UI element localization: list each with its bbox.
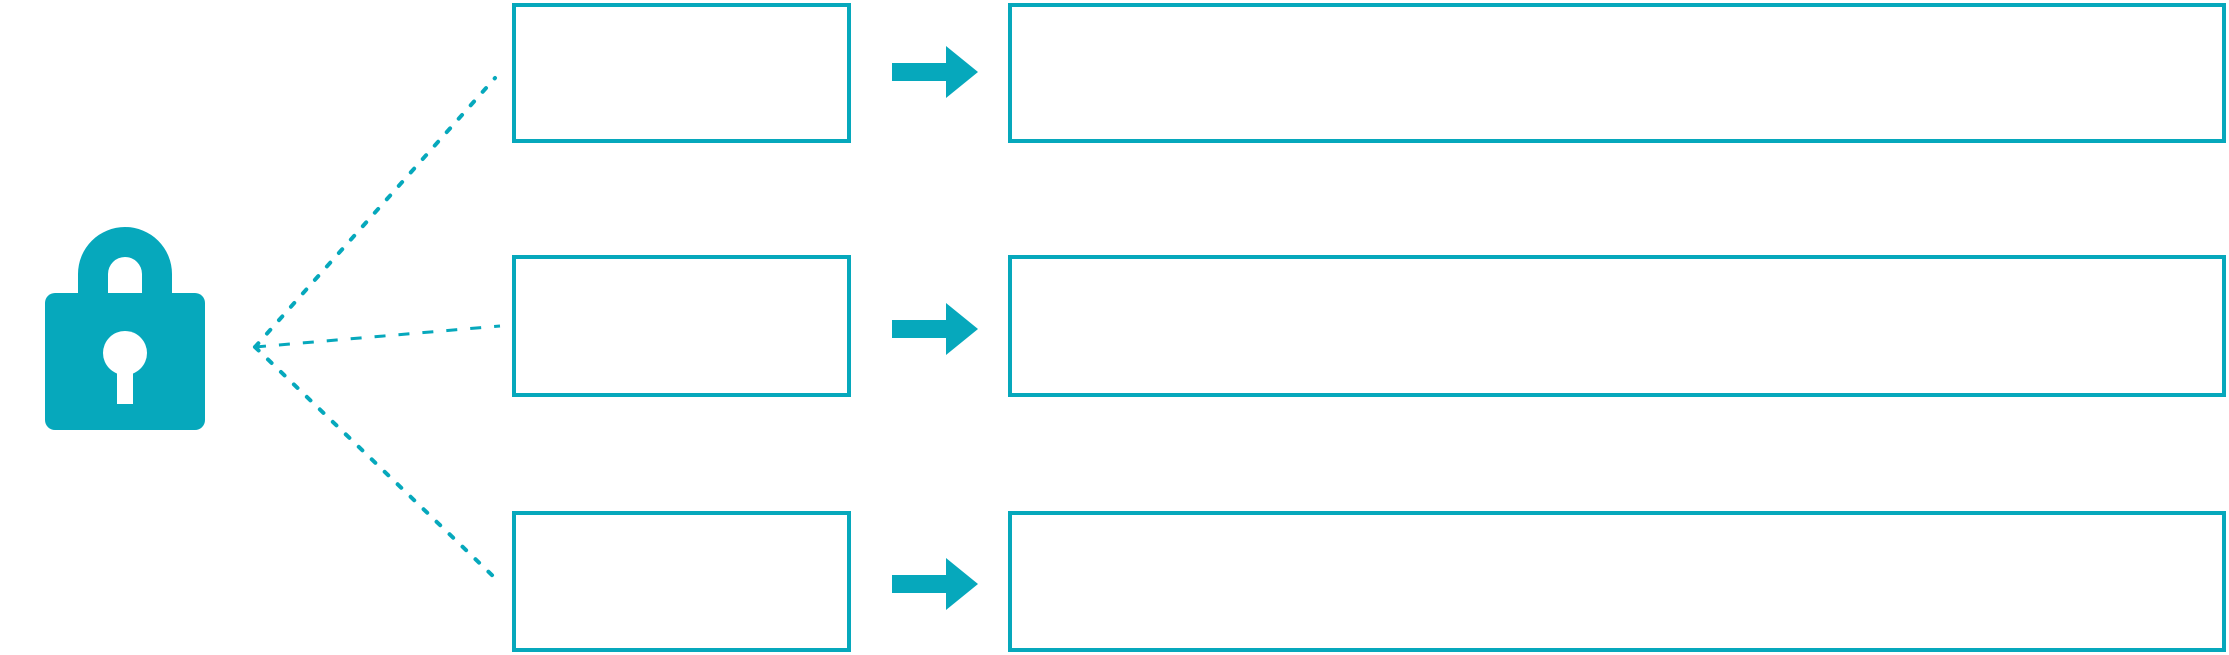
- right-arrow-icon-row-1: [892, 46, 978, 98]
- stage-box-label: [516, 7, 847, 27]
- detail-box-row-2[interactable]: [1008, 255, 2226, 397]
- stage-box-label: [516, 515, 847, 535]
- detail-box-label: [1012, 515, 2222, 535]
- stage-box-row-2[interactable]: [512, 255, 851, 397]
- stage-box-label: [516, 259, 847, 279]
- connector-line-bottom: [253, 345, 497, 580]
- stage-box-row-1[interactable]: [512, 3, 851, 143]
- detail-box-label: [1012, 7, 2222, 27]
- connector-line-middle: [254, 324, 501, 349]
- connector-line-top: [253, 76, 497, 349]
- stage-box-row-3[interactable]: [512, 511, 851, 652]
- detail-box-row-3[interactable]: [1008, 511, 2226, 652]
- detail-box-label: [1012, 259, 2222, 279]
- padlock-icon: [30, 212, 220, 437]
- right-arrow-icon-row-2: [892, 303, 978, 355]
- right-arrow-icon-row-3: [892, 558, 978, 610]
- detail-box-row-1[interactable]: [1008, 3, 2226, 143]
